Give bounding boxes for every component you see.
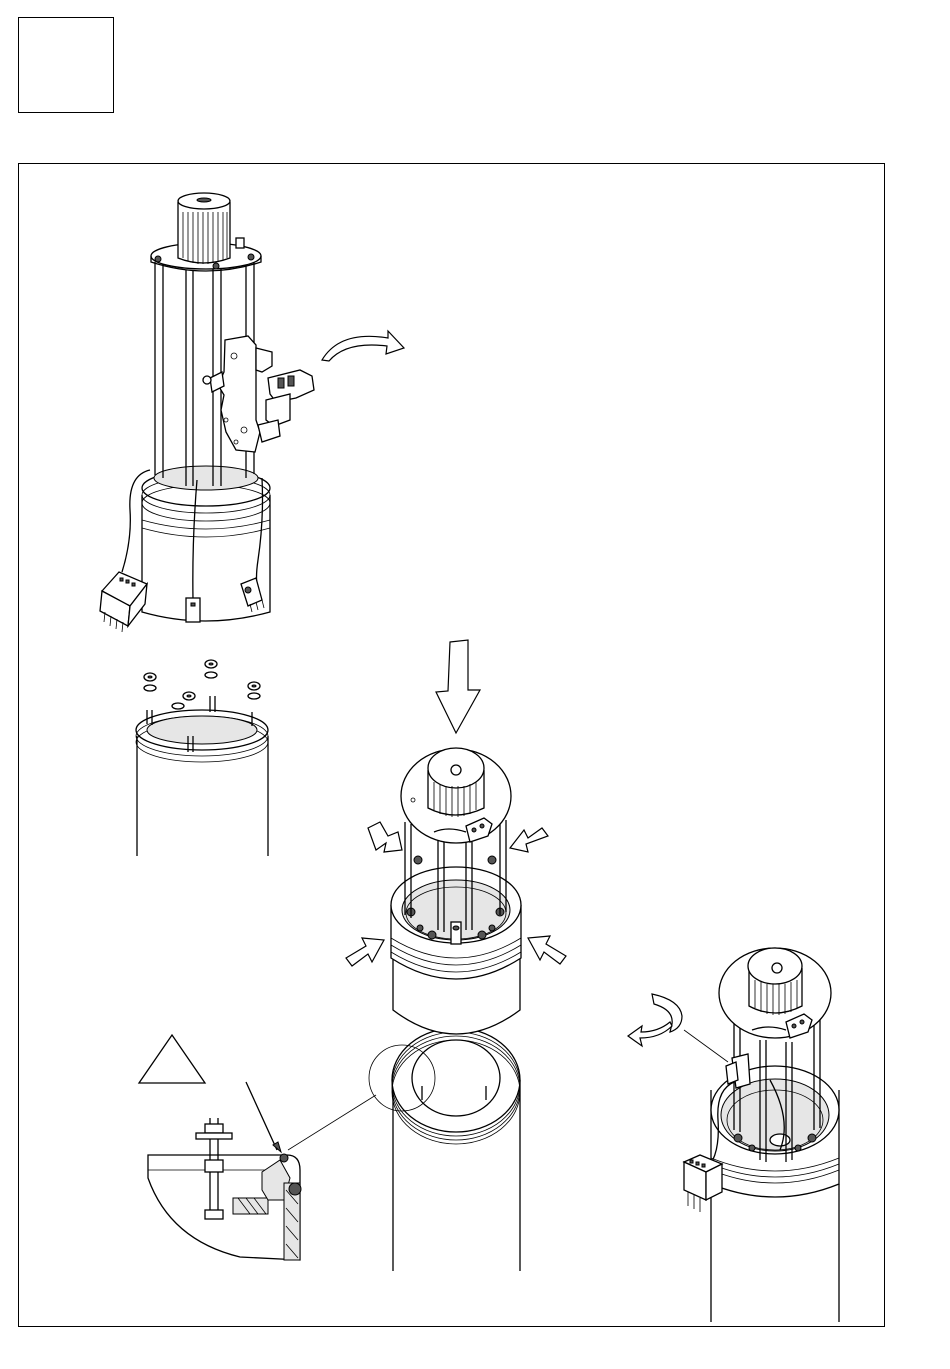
warning-triangle-icon [139,1035,205,1083]
gasket-detail-section-icon [148,1082,301,1260]
side-arrow-icon [528,936,566,964]
curved-arrow-icon [322,331,404,361]
insert-rotated-in-tube-icon [684,948,839,1322]
rotation-arrow-icon [628,994,728,1062]
side-arrow-icon [368,822,402,852]
lamp-insert-with-mounting-plate-icon [100,193,314,632]
down-arrow-icon [436,640,480,733]
bollard-tube-with-nuts-icon [136,660,268,856]
insert-lowered-into-tube-icon [288,748,521,1271]
side-arrow-icon [346,938,384,966]
side-arrow-icon [510,828,548,852]
